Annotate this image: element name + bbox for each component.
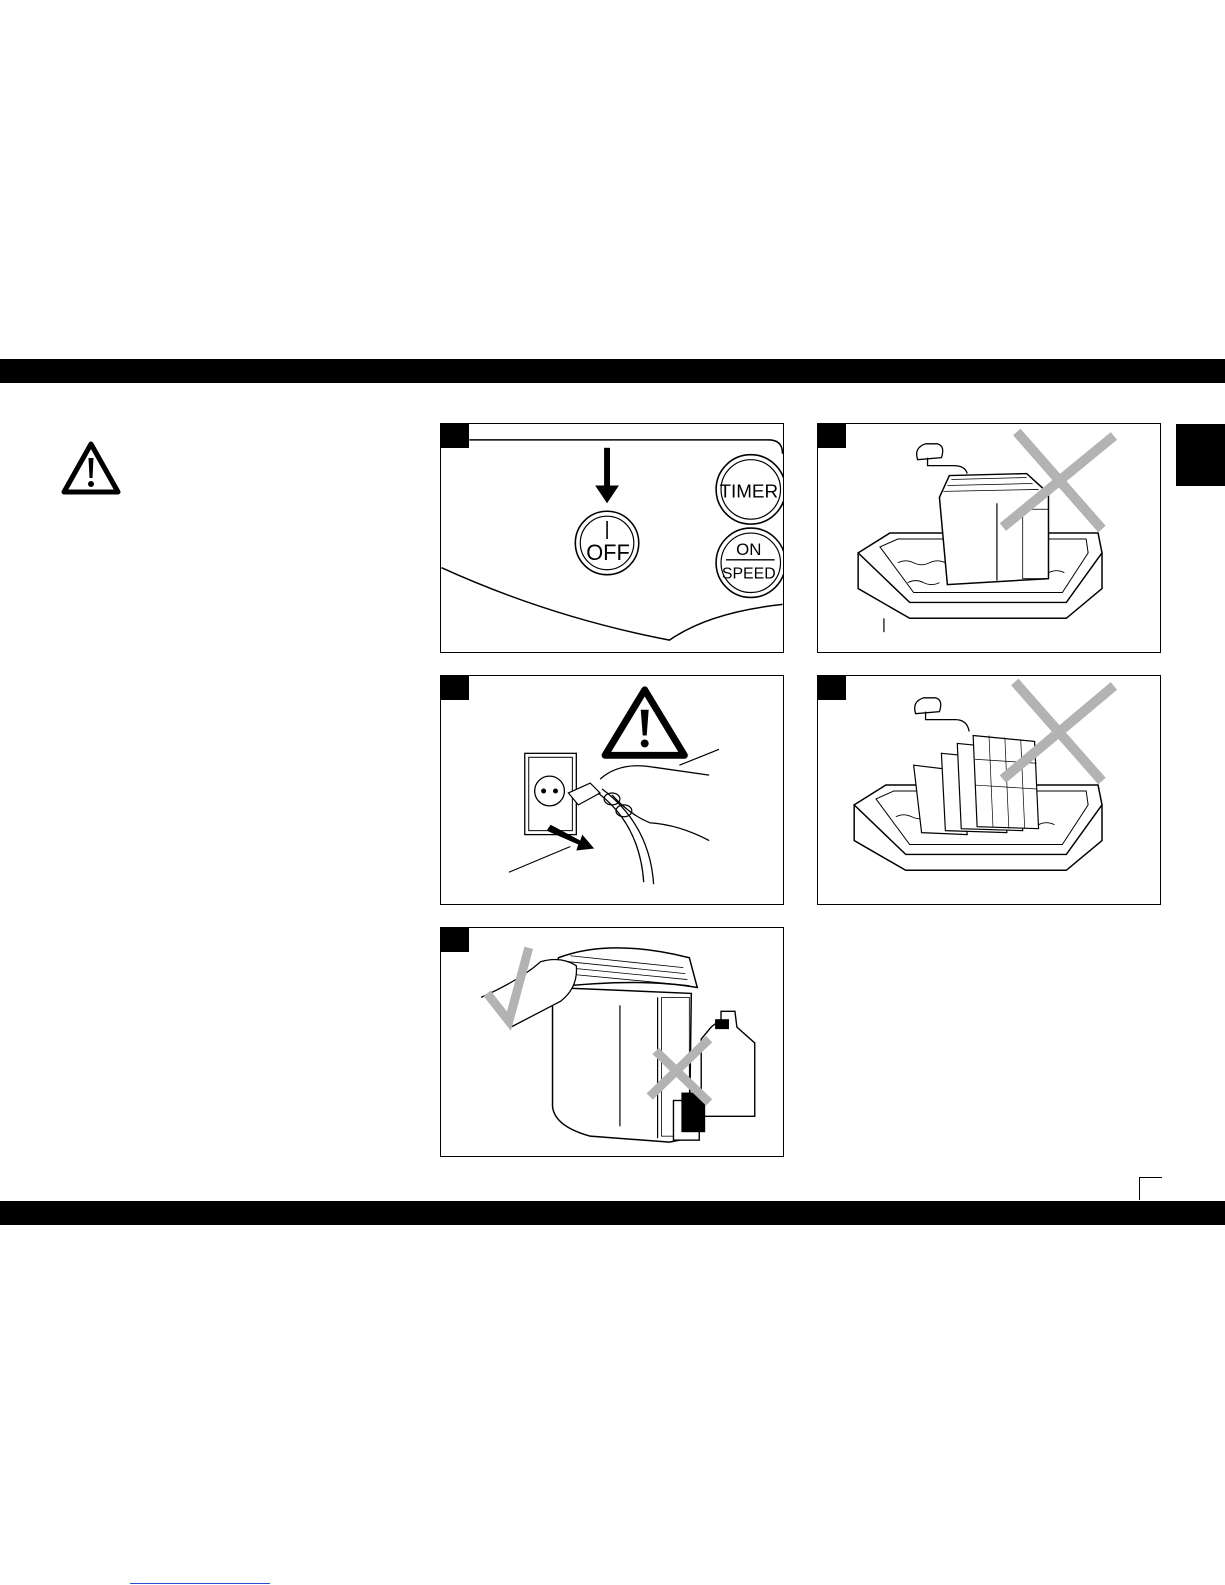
off-button-label: OFF — [586, 540, 630, 565]
footer-link-underline[interactable] — [130, 1583, 270, 1584]
top-band — [0, 359, 1225, 383]
speed-label: SPEED — [722, 566, 776, 583]
warning-triangle-icon — [60, 440, 122, 496]
figure-number-box — [441, 928, 469, 952]
warning-triangle-icon — [605, 690, 684, 755]
timer-button-label: TIMER — [720, 480, 779, 501]
on-label: ON — [736, 540, 761, 559]
figure-number-box — [441, 676, 469, 700]
figure-2-unplug — [440, 675, 784, 905]
figure-number-box — [441, 424, 469, 448]
figure-1-switch-off: | OFF TIMER ON SPEED — [440, 423, 784, 653]
bottom-band — [0, 1201, 1225, 1225]
figure-4-no-washing-unit — [817, 423, 1161, 653]
power-symbol: | — [604, 518, 609, 540]
figure-number-box — [818, 424, 846, 448]
figure-5-no-washing-filters — [817, 675, 1161, 905]
page-number-mark — [1139, 1177, 1162, 1200]
figure-number-box — [818, 676, 846, 700]
language-tab — [1176, 424, 1225, 486]
figure-3-clean-exterior — [440, 927, 784, 1157]
prohibited-cross-icon — [1003, 682, 1114, 781]
